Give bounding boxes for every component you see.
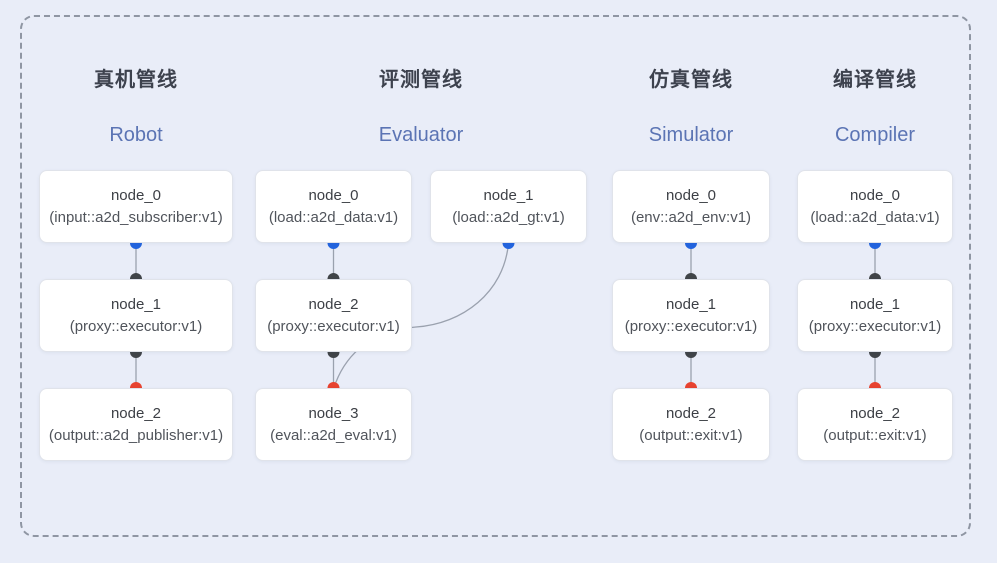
node-name: node_1: [483, 187, 534, 204]
node-type: (load::a2d_data:v1): [268, 209, 399, 226]
node-name: node_1: [665, 296, 717, 313]
node-comp-0: node_0 (load::a2d_data:v1): [797, 170, 953, 243]
pipeline-title-en-simulator: Simulator: [648, 124, 734, 146]
node-type: (proxy::executor:v1): [69, 318, 203, 335]
node-robot-2: node_2 (output::a2d_publisher:v1): [39, 388, 233, 461]
pipeline-title-en-robot: Robot: [109, 124, 163, 146]
node-eval-0: node_0 (load::a2d_data:v1): [255, 170, 412, 243]
node-comp-2: node_2 (output::exit:v1): [797, 388, 953, 461]
node-comp-1: node_1 (proxy::executor:v1): [797, 279, 953, 352]
node-name: node_0: [849, 187, 901, 204]
node-type: (env::a2d_env:v1): [630, 209, 752, 226]
node-type: (input::a2d_subscriber:v1): [49, 209, 223, 226]
node-name: node_0: [665, 187, 717, 204]
node-type: (load::a2d_gt:v1): [452, 209, 565, 226]
node-sim-2: node_2 (output::exit:v1): [612, 388, 770, 461]
node-eval-1: node_1 (load::a2d_gt:v1): [430, 170, 587, 243]
node-type: (eval::a2d_eval:v1): [270, 427, 397, 444]
node-name: node_2: [665, 405, 717, 422]
pipeline-title-zh-evaluator: 评测管线: [379, 69, 463, 91]
edge-eval-n1-n3-curve: [333, 242, 510, 387]
pipeline-title-zh-compiler: 编译管线: [833, 69, 917, 91]
node-type: (proxy::executor:v1): [267, 318, 400, 335]
node-eval-2: node_2 (proxy::executor:v1): [255, 279, 412, 352]
pipeline-title-zh-robot: 真机管线: [94, 69, 178, 91]
node-name: node_3: [308, 405, 359, 422]
node-sim-1: node_1 (proxy::executor:v1): [612, 279, 770, 352]
node-name: node_1: [849, 296, 901, 313]
node-sim-0: node_0 (env::a2d_env:v1): [612, 170, 770, 243]
pipeline-title-zh-simulator: 仿真管线: [649, 69, 733, 91]
node-name: node_2: [849, 405, 901, 422]
node-robot-1: node_1 (proxy::executor:v1): [39, 279, 233, 352]
pipeline-title-en-compiler: Compiler: [834, 124, 916, 146]
pipeline-title-en-evaluator: Evaluator: [378, 124, 464, 146]
node-type: (output::exit:v1): [639, 427, 743, 444]
node-eval-3: node_3 (eval::a2d_eval:v1): [255, 388, 412, 461]
node-type: (load::a2d_data:v1): [810, 209, 940, 226]
node-name: node_1: [110, 296, 162, 313]
node-type: (proxy::executor:v1): [624, 318, 758, 335]
node-robot-0: node_0 (input::a2d_subscriber:v1): [39, 170, 233, 243]
node-name: node_2: [110, 405, 162, 422]
node-type: (proxy::executor:v1): [808, 318, 942, 335]
node-name: node_0: [110, 187, 162, 204]
node-name: node_2: [308, 296, 359, 313]
node-type: (output::exit:v1): [823, 427, 927, 444]
node-name: node_0: [308, 187, 359, 204]
node-type: (output::a2d_publisher:v1): [48, 427, 224, 444]
